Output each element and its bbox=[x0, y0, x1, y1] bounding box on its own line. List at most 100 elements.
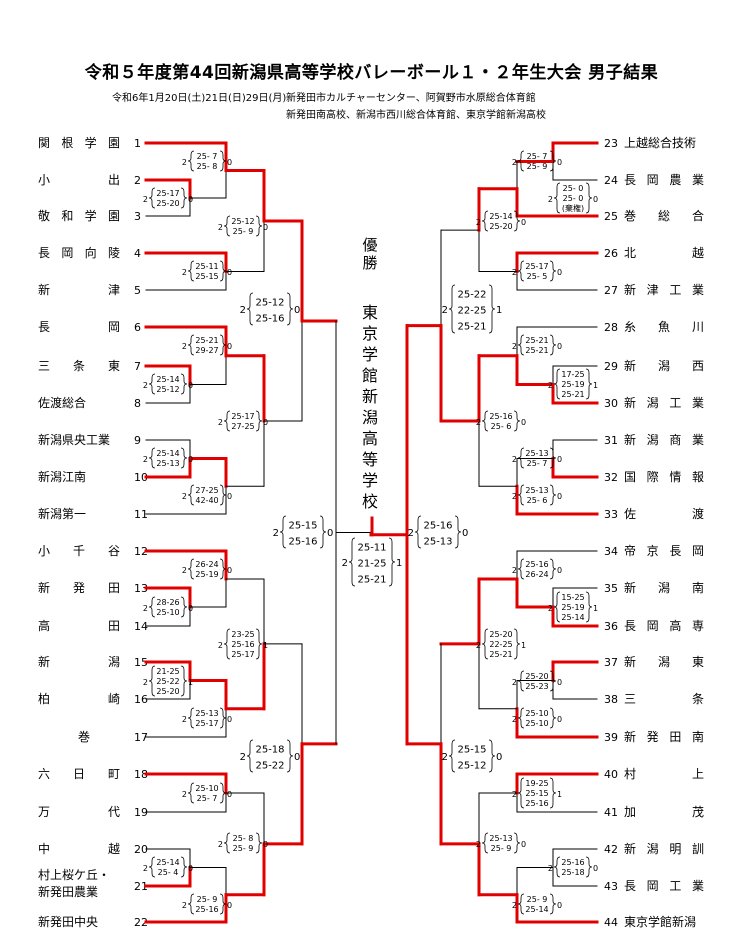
match-r2-d-right-set-score: 25-13 bbox=[489, 834, 512, 843]
match-9-10-set-score: 25-14 bbox=[156, 449, 179, 458]
match-28-29-brace-left bbox=[517, 334, 525, 356]
team-name: 小千谷 bbox=[38, 544, 120, 558]
match-34-35-set-score: 25-16 bbox=[525, 560, 548, 569]
match-24-25-sets-won-left: 2 bbox=[548, 195, 553, 204]
match-43-44-brace-right bbox=[549, 893, 557, 915]
match-final-sets-won-right: 1 bbox=[396, 558, 402, 569]
match-semi-right-brace-left bbox=[414, 515, 422, 549]
champion-label-char: 優 bbox=[362, 236, 378, 254]
match-1-2-set-score: 25- 7 bbox=[197, 152, 218, 161]
match-final-set-score: 25-11 bbox=[357, 542, 386, 553]
match-31-32-sets-won-left: 2 bbox=[512, 455, 517, 464]
match-r2-c-set-score: 25-16 bbox=[231, 640, 254, 649]
match-r2-a-right-sets-won-right: 0 bbox=[521, 218, 526, 227]
match-18-19-brace-right bbox=[219, 782, 227, 804]
match-7-8-sets-won-right: 0 bbox=[188, 381, 193, 390]
champion-team-char: 学 bbox=[361, 345, 378, 364]
team-seed: 7 bbox=[134, 360, 141, 373]
match-r2-d-right-set-score: 25- 9 bbox=[491, 844, 512, 853]
match-4-5-brace-left bbox=[187, 260, 195, 282]
match-18-19-set-score: 25- 7 bbox=[197, 794, 218, 803]
team-seed: 32 bbox=[604, 471, 618, 484]
match-24-25-set-score: 25- 0 bbox=[563, 194, 584, 203]
match-37-38-brace-right bbox=[549, 670, 557, 692]
match-r2-d-sets-won-right: 0 bbox=[263, 840, 268, 849]
team-name: 村上桜ケ丘・ bbox=[38, 868, 110, 882]
match-1-2-set-score: 25- 8 bbox=[197, 162, 218, 171]
match-final-set-score: 21-25 bbox=[357, 558, 386, 569]
match-29-30-set-score: 25-21 bbox=[561, 390, 584, 399]
match-r2-c-right-set-score: 22-25 bbox=[489, 640, 512, 649]
team-name: 長岡高専 bbox=[624, 618, 704, 633]
match-37-38-set-score: 25-20 bbox=[525, 672, 548, 681]
team-name: 新津 bbox=[38, 282, 120, 297]
match-r2-c-right-set-score: 25-21 bbox=[489, 650, 512, 659]
match-12-13-brace-left bbox=[187, 558, 195, 580]
match-26-27-brace-left bbox=[517, 260, 525, 282]
match-26-27-set-score: 25-17 bbox=[525, 262, 548, 271]
team-name: 巻 bbox=[78, 730, 90, 744]
match-r3-a-right-set-score: 25-22 bbox=[457, 289, 486, 300]
match-4-5-set-score: 25-11 bbox=[195, 262, 218, 271]
match-r2-d-right-sets-won-left: 2 bbox=[476, 840, 481, 849]
match-r3-b-brace-right bbox=[286, 739, 294, 773]
team-seed: 29 bbox=[604, 360, 618, 373]
match-6-7-sets-won-right: 0 bbox=[227, 342, 232, 351]
match-38-39-set-score: 25-10 bbox=[525, 719, 548, 728]
match-10-11-sets-won-left: 2 bbox=[182, 492, 187, 501]
team-seed: 35 bbox=[604, 582, 618, 595]
team-name: 高田 bbox=[38, 618, 120, 633]
match-26-27-brace-right bbox=[549, 260, 557, 282]
match-r3-a-sets-won-right: 0 bbox=[294, 305, 300, 316]
match-32-33-brace-left bbox=[517, 484, 525, 506]
match-r2-d-set-score: 25- 8 bbox=[233, 834, 254, 843]
match-31-32-brace-left bbox=[517, 447, 525, 469]
team-seed: 11 bbox=[134, 508, 148, 521]
team-name: 村上 bbox=[624, 767, 704, 781]
match-13-14-brace-right bbox=[180, 596, 188, 618]
match-r2-a-sets-won-right: 0 bbox=[263, 223, 268, 232]
team-seed: 44 bbox=[604, 916, 618, 929]
champion-team-char: 京 bbox=[361, 324, 378, 343]
match-r3-a-set-score: 25-12 bbox=[255, 297, 284, 308]
match-15-16-set-score: 21-25 bbox=[156, 667, 179, 676]
match-r2-b-right-sets-won-left: 2 bbox=[476, 418, 481, 427]
match-r2-d-brace-left bbox=[223, 832, 231, 854]
match-42-43-brace-right bbox=[585, 856, 593, 878]
match-7-8-brace-right bbox=[180, 373, 188, 395]
team-seed: 23 bbox=[604, 137, 618, 150]
match-r2-a-brace-left bbox=[223, 215, 231, 237]
match-16-17-sets-won-right: 0 bbox=[227, 715, 232, 724]
match-42-43-set-score: 25-16 bbox=[561, 858, 584, 867]
match-40-41-set-score: 25-16 bbox=[525, 799, 548, 808]
team-seed: 5 bbox=[134, 284, 141, 297]
match-1-2-sets-won-left: 2 bbox=[182, 158, 187, 167]
team-seed: 3 bbox=[134, 210, 141, 223]
match-r3-a-brace-right bbox=[286, 292, 294, 326]
match-r2-b-right-set-score: 25- 6 bbox=[491, 422, 512, 431]
match-r3-b-right-sets-won-right: 0 bbox=[496, 752, 502, 763]
champion-team-char: 等 bbox=[361, 450, 378, 469]
match-18-19-sets-won-left: 2 bbox=[182, 790, 187, 799]
match-21-22-set-score: 25- 9 bbox=[197, 895, 218, 904]
team-seed: 19 bbox=[134, 806, 148, 819]
match-37-38-sets-won-left: 2 bbox=[512, 678, 517, 687]
match-38-39-set-score: 25-10 bbox=[525, 709, 548, 718]
match-26-27-sets-won-left: 2 bbox=[512, 268, 517, 277]
champion-label: 優勝 bbox=[352, 236, 388, 272]
team-name: 佐渡 bbox=[624, 506, 704, 521]
match-10-11-brace-right bbox=[219, 484, 227, 506]
venues-line-2: 新発田南高校、新潟市西川総合体育館、東京学館新潟高校 bbox=[286, 110, 546, 121]
match-r2-a-right-set-score: 25-20 bbox=[489, 222, 512, 231]
match-29-30-brace-left bbox=[553, 368, 561, 400]
schedule: 令和6年1月20日(土)21日(日)29日(月) bbox=[112, 93, 287, 104]
match-21-22-sets-won-right: 0 bbox=[227, 901, 232, 910]
match-10-11-set-score: 42-40 bbox=[195, 496, 218, 505]
team-seed: 28 bbox=[604, 321, 618, 334]
match-16-17-brace-left bbox=[187, 707, 195, 729]
match-final-set-score: 25-21 bbox=[357, 574, 386, 585]
team-name: 新津工業 bbox=[624, 282, 704, 297]
match-32-33-set-score: 25-13 bbox=[525, 486, 548, 495]
match-r3-a-right-set-score: 25-21 bbox=[457, 321, 486, 332]
